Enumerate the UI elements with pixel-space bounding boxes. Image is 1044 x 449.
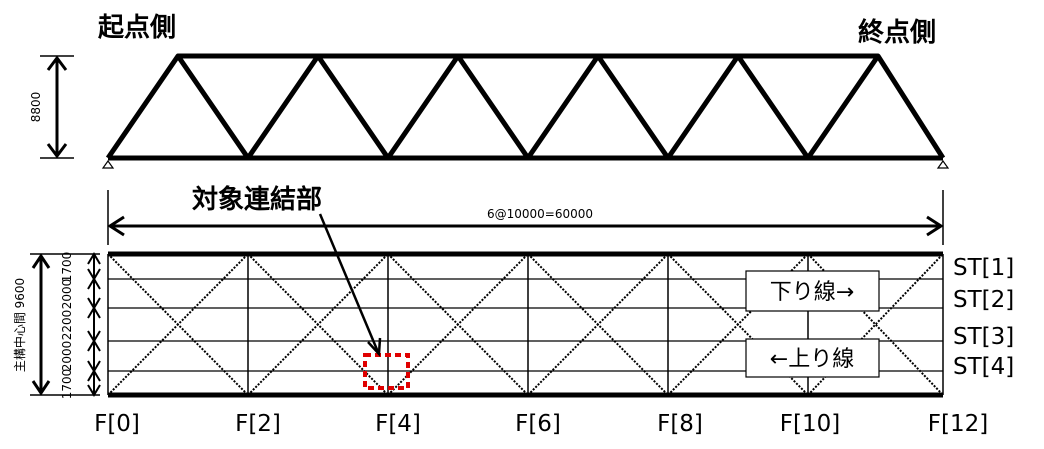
- stringer-dim-3: 2200: [60, 310, 74, 341]
- target-pointer-arrow: [318, 213, 382, 358]
- girder-spacing-label: 主構中心間 9600: [12, 278, 27, 372]
- truss-elevation: [105, 53, 946, 161]
- floor-beam-label-2: F[2]: [235, 411, 281, 437]
- height-label: 8800: [29, 92, 43, 123]
- floor-beam-label-4: F[4]: [375, 411, 421, 437]
- floor-beam-label-8: F[8]: [657, 411, 703, 437]
- bearing-symbols: [101, 159, 950, 169]
- stringer-dim-1: 1700: [60, 252, 74, 283]
- stringer-label-3: ST[3]: [953, 324, 1014, 350]
- girder-spacing-dimension: [30, 253, 100, 396]
- stringer-label-2: ST[2]: [953, 287, 1014, 313]
- span-label: 6@10000=60000: [487, 207, 593, 221]
- stringer-spacing-dimension: [87, 252, 101, 397]
- target-joint-label: 対象連結部: [192, 184, 322, 215]
- floor-beam-label-10: F[10]: [780, 411, 840, 437]
- stringer-dim-5: 1700: [60, 369, 74, 400]
- downline-box: 下り線→: [745, 270, 880, 312]
- stringer-label-4: ST[4]: [953, 354, 1014, 380]
- target-joint-highlight: [363, 353, 410, 390]
- height-dimension: [40, 55, 74, 159]
- diagonal-members: [105, 53, 946, 161]
- bearing-right: [936, 159, 950, 169]
- stringer-dim-2: 2000: [60, 279, 74, 310]
- bearing-left: [101, 159, 115, 169]
- start-side-label: 起点側: [98, 12, 176, 43]
- floor-beam-label-12: F[12]: [928, 411, 988, 437]
- span-dimension: [107, 190, 944, 245]
- stringer-dim-4: 2000: [60, 341, 74, 372]
- upline-label: ←上り線: [770, 347, 854, 372]
- floor-beam-label-6: F[6]: [515, 411, 561, 437]
- stringer-label-1: ST[1]: [953, 255, 1014, 281]
- lateral-bracing: [107, 253, 944, 396]
- upline-box: ←上り線: [745, 338, 880, 378]
- end-side-label: 終点側: [858, 17, 936, 48]
- floor-beam-label-0: F[0]: [94, 411, 140, 437]
- downline-label: 下り線→: [770, 280, 854, 305]
